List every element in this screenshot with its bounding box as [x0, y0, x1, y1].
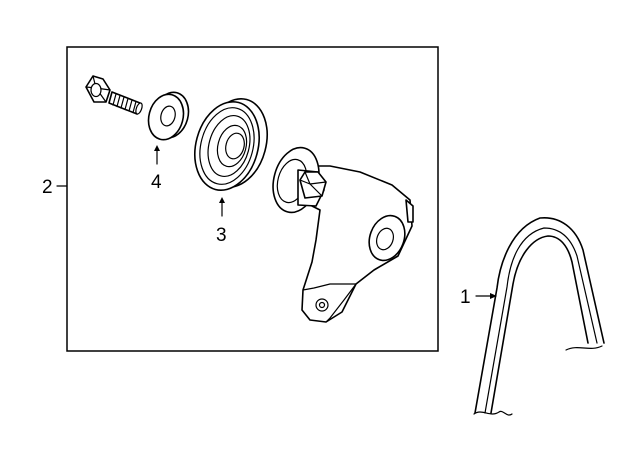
callout-2[interactable]: 2 — [42, 177, 68, 198]
callout-3-label: 3 — [216, 225, 227, 246]
callout-3-arrowhead — [219, 197, 225, 203]
tensioner-body — [272, 146, 414, 323]
callout-4-label: 4 — [151, 172, 162, 193]
pulley — [194, 97, 268, 192]
callout-4[interactable]: 4 — [151, 145, 162, 193]
drive-belt — [473, 217, 605, 416]
callout-1[interactable]: 1 — [460, 287, 497, 308]
callout-1-arrowhead — [490, 293, 497, 299]
washer — [147, 91, 190, 141]
bolt — [85, 75, 143, 115]
callout-1-label: 1 — [460, 287, 471, 308]
callout-2-label: 2 — [42, 177, 53, 198]
callout-3[interactable]: 3 — [216, 197, 227, 246]
callout-4-arrowhead — [154, 145, 160, 151]
assembly-frame — [66, 46, 439, 352]
